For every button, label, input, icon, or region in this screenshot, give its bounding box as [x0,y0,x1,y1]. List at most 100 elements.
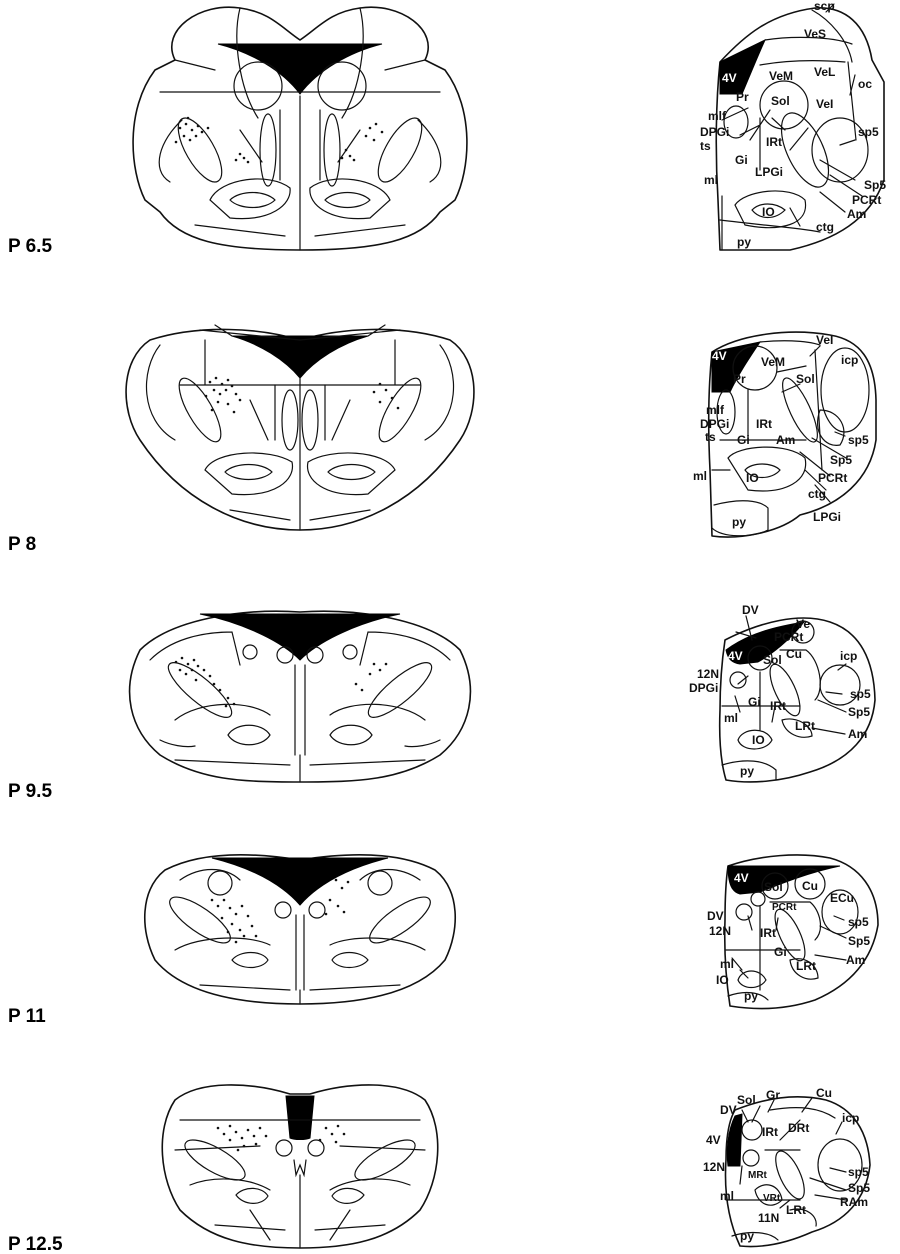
structure-label: Cu [816,1086,832,1100]
structure-label: ctg [816,220,834,234]
structure-label: DV [720,1103,737,1117]
structure-label: DPGi [689,681,718,695]
structure-label: icp [842,1111,859,1125]
structure-label: IRt [756,417,772,431]
labeled-cells-left [175,117,250,164]
section-p12-5: Sol Gr Cu DV icp 4V IRt DRt 12N sp5 MRt … [8,1085,870,1254]
structure-label: VeM [769,69,793,83]
structure-label: mlf [706,403,725,417]
structure-label: LRt [796,959,816,973]
section-level-label: P 6.5 [8,236,52,257]
structure-label: sp5 [848,1165,869,1179]
labeled-cells-left [211,899,258,944]
section-level-label: P 11 [8,1006,46,1027]
structure-label: ml [720,957,734,971]
structure-label: sp5 [848,915,869,929]
structure-label: 12N [697,667,719,681]
structure-label: IRt [770,699,786,713]
structure-label: LRt [786,1203,806,1217]
structure-label: icp [841,353,858,367]
structure-label: Sol [796,372,815,386]
structure-label: Sp5 [848,705,870,719]
structure-label: 12N [709,924,731,938]
structure-label: Gi [737,433,750,447]
structure-label: ml [724,711,738,725]
structure-label: Pr [736,90,749,104]
structure-label: VeL [814,65,835,79]
ventricle-label: 4V [712,349,727,363]
ventricle-label: 4V [734,871,749,885]
section-p9-5: DV Ve PCRt 4V Cu icp 12N Sol DPGi sp5 Gi… [8,603,875,802]
structure-label: Pr [733,372,746,386]
structure-label: ECu [830,891,854,905]
labeled-cells-right [319,1125,346,1144]
whole-section-drawing [126,325,474,530]
structure-label: Sp5 [848,1181,870,1195]
structure-label: 11N [758,1211,779,1225]
structure-label: PCRt [818,471,847,485]
structure-label: py [740,1229,754,1243]
structure-label: mlf [708,109,727,123]
structure-label: ts [705,430,716,444]
structure-label: py [737,235,751,249]
structure-label: LRt [795,719,815,733]
structure-label: IRt [762,1125,778,1139]
structure-label: 12N [703,1160,725,1174]
structure-label: Sp5 [830,453,852,467]
labeled-cells-right [341,123,384,162]
structure-label: IO [752,733,765,747]
structure-label: Ve [796,617,810,631]
structure-label: py [732,515,746,529]
structure-label: VeM [761,355,785,369]
structure-label: VeS [804,27,826,41]
section-level-label: P 12.5 [8,1234,63,1254]
structure-label: IO [746,471,759,485]
structure-label: py [744,989,758,1003]
atlas-labels-p11: 4V Sol Cu ECu PCRt DV sp5 12N IRt Sp5 Gi… [707,871,870,1003]
labeled-cells-right [325,879,350,916]
structure-label: py [740,764,754,778]
structure-label: Gi [774,945,787,959]
structure-label: ts [700,139,711,153]
structure-label: PCRt [852,193,881,207]
section-p11: 4V Sol Cu ECu PCRt DV sp5 12N IRt Sp5 Gi… [8,855,878,1027]
structure-label: ml [720,1189,734,1203]
structure-label: Sol [763,653,782,667]
section-level-label: P 8 [8,534,36,555]
structure-label: Am [848,727,867,741]
section-p8: VeI 4V VeM icp Pr Sol mlf DPGi IRt ts Gi… [8,325,876,555]
structure-label: Am [846,953,865,967]
ventricle-label: 4V [728,649,743,663]
label-leaders-p11 [732,916,846,978]
structure-label: Gi [748,695,761,709]
section-p6-5: scp VeS 4V VeM VeL Pr Sol VeI oc mlf DPG… [8,0,886,257]
structure-label: DRt [788,1121,809,1135]
structure-label: oc [858,77,872,91]
structure-label: VRt [763,1193,781,1204]
structure-label: ml [693,469,707,483]
structure-label: scp [814,0,835,13]
whole-section-drawing [130,611,471,782]
structure-label: Sol [771,94,790,108]
structure-label: Sol [764,880,783,894]
structure-label: IO [762,205,775,219]
structure-label: MRt [748,1170,768,1181]
structure-label: Cu [802,879,818,893]
structure-label: sp5 [858,125,879,139]
structure-label: Sol [737,1093,756,1107]
structure-label: sp5 [848,433,869,447]
structure-label: Cu [786,647,802,661]
structure-label: Am [776,433,795,447]
structure-label: Gi [735,153,748,167]
whole-section-drawing [133,7,467,250]
structure-label: Am [847,207,866,221]
structure-label: Gr [766,1088,780,1102]
structure-label: 4V [706,1133,721,1147]
structure-label: Sp5 [848,934,870,948]
ventricle-label: 4V [722,71,737,85]
structure-label: DPGi [700,417,729,431]
structure-label: IRt [766,135,782,149]
structure-label: IRt [760,926,776,940]
structure-label: ctg [808,487,826,501]
